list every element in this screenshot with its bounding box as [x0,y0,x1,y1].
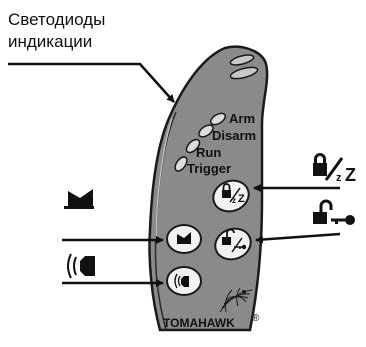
sleep-z: Z [238,193,245,205]
callout-leader-line [8,64,174,102]
sleep-z-small: z [232,196,236,205]
legend-sleep-z: Z [345,165,356,185]
registered-mark: ® [252,313,260,324]
brand-name: TOMAHAWK [163,316,235,330]
led-label-arm: Arm [229,111,255,126]
unlock-icon [222,237,231,245]
led-label-trigger: Trigger [187,161,231,176]
lock-icon [222,190,231,198]
legend-silent-icon [68,254,95,278]
remote-body [149,47,267,330]
legend-trunk-icon [64,189,94,209]
arrow-unlock [256,234,340,240]
led-label-disarm: Disarm [212,128,256,143]
trunk-button[interactable] [167,225,201,253]
legend-lock-sleep-icon: z Z [313,155,356,186]
legend-sleep-z-small: z [336,172,342,184]
legend-unlock-key-icon [313,201,355,225]
led-label-run: Run [196,145,221,160]
silent-button[interactable] [167,267,201,295]
